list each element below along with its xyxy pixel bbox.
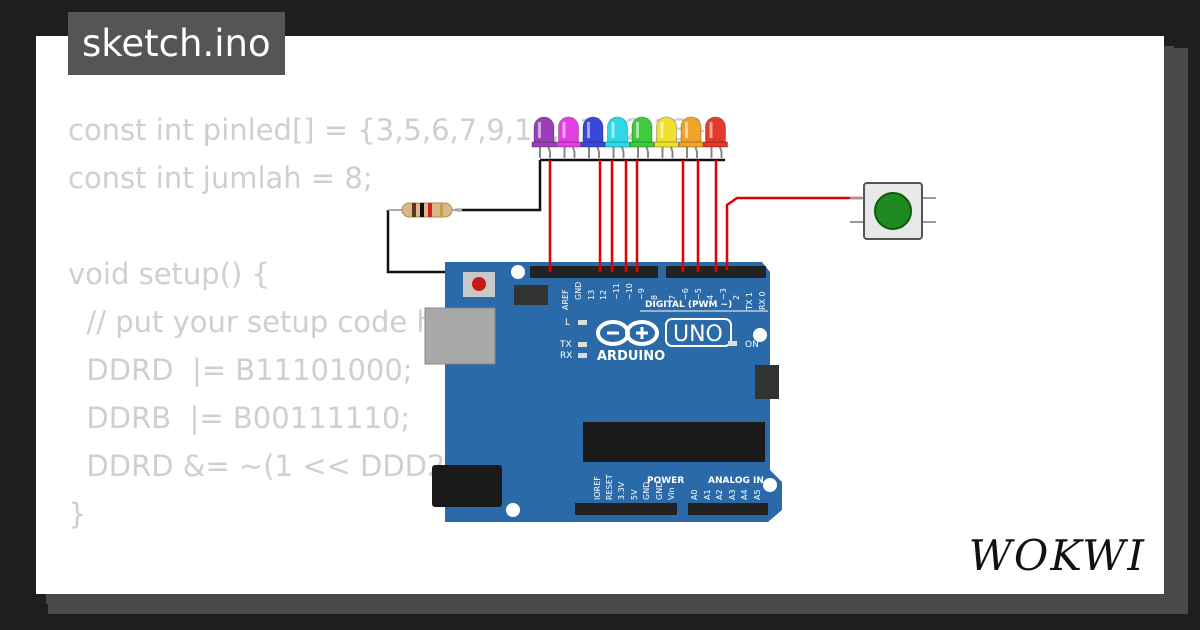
digital-pin-label: AREF <box>561 289 570 310</box>
resistor[interactable] <box>388 202 462 218</box>
arduino-logo <box>596 320 659 346</box>
digital-pin-label: ~5 <box>694 288 703 300</box>
digital-pin-label: ~11 <box>612 283 621 300</box>
rx-label: RX <box>560 351 572 361</box>
pushbutton[interactable] <box>850 182 936 240</box>
digital-pin-label: GND <box>574 282 583 300</box>
button-cap[interactable] <box>874 192 912 230</box>
led[interactable] <box>629 116 655 158</box>
digital-pin-label: 12 <box>599 290 608 300</box>
analog-label: ANALOG IN <box>708 476 764 486</box>
digital-pin-label: ~10 <box>625 283 634 300</box>
led[interactable] <box>580 116 606 158</box>
code-line: const int pinled[] = {3,5,6,7,9,10,11,12… <box>68 113 718 147</box>
led[interactable] <box>654 116 679 158</box>
power-pin-label: Vin <box>667 487 676 500</box>
button-wire <box>725 196 862 270</box>
power-pin-label: RESET <box>605 474 614 500</box>
digital-pin-label: ~6 <box>681 288 690 300</box>
led[interactable] <box>703 116 728 158</box>
l-label: L <box>565 318 570 328</box>
sketch-title: sketch.ino <box>68 12 285 75</box>
code-line: void loop() { <box>68 593 251 594</box>
digital-pin-label: RX 0 <box>758 291 767 310</box>
wokwi-logo: WOKWI <box>968 531 1146 580</box>
code-line: DDRD |= B11101000; <box>68 353 413 387</box>
digital-pin-label: ~9 <box>637 288 646 300</box>
brand-label: ARDUINO <box>597 349 665 364</box>
digital-pin-label: 4 <box>706 295 715 300</box>
power-pin-label: IOREF <box>593 476 602 500</box>
code-line: void setup() { <box>68 257 270 291</box>
analog-pin-label: A4 <box>740 489 749 500</box>
digital-pin-label: TX 1 <box>745 292 754 311</box>
black-wire-resistor <box>455 160 542 212</box>
tx-label: TX <box>559 340 572 350</box>
analog-pin-label: A2 <box>715 489 724 500</box>
analog-pin-label: A3 <box>728 489 737 500</box>
led-wires <box>548 160 718 272</box>
digital-pin-label: 2 <box>732 295 741 300</box>
led[interactable] <box>678 116 704 158</box>
digital-pin-label: ~3 <box>719 288 728 300</box>
power-pin-label: 3.3V <box>617 481 626 500</box>
analog-pin-label: A5 <box>753 489 762 500</box>
usb-port <box>424 307 496 365</box>
digital-pin-label: 7 <box>668 295 677 300</box>
arduino-board[interactable]: ARDUINO UNO ON L TX RX DIGITAL (PWM ~) P… <box>424 262 782 522</box>
power-label: POWER <box>647 476 684 486</box>
led[interactable] <box>531 116 557 158</box>
code-line: DDRB |= B00111110; <box>68 401 411 435</box>
power-pin-label: 5V <box>630 489 639 500</box>
led-array[interactable] <box>531 116 728 158</box>
digital-pin-label: 13 <box>587 290 596 300</box>
power-pin-label: GND <box>642 482 651 500</box>
model-label: UNO <box>673 322 723 347</box>
led[interactable] <box>556 116 581 158</box>
power-jack <box>432 465 502 507</box>
analog-pin-label: A1 <box>703 489 712 500</box>
digital-pin-label: 8 <box>650 295 659 300</box>
power-pin-label: GND <box>655 482 664 500</box>
code-line: const int jumlah = 8; <box>68 161 373 195</box>
digital-label: DIGITAL (PWM ~) <box>645 300 732 310</box>
on-label: ON <box>745 340 759 350</box>
led[interactable] <box>605 116 630 158</box>
code-line: } <box>68 497 87 531</box>
atmega-chip <box>583 422 765 462</box>
analog-pin-label: A0 <box>690 489 699 500</box>
